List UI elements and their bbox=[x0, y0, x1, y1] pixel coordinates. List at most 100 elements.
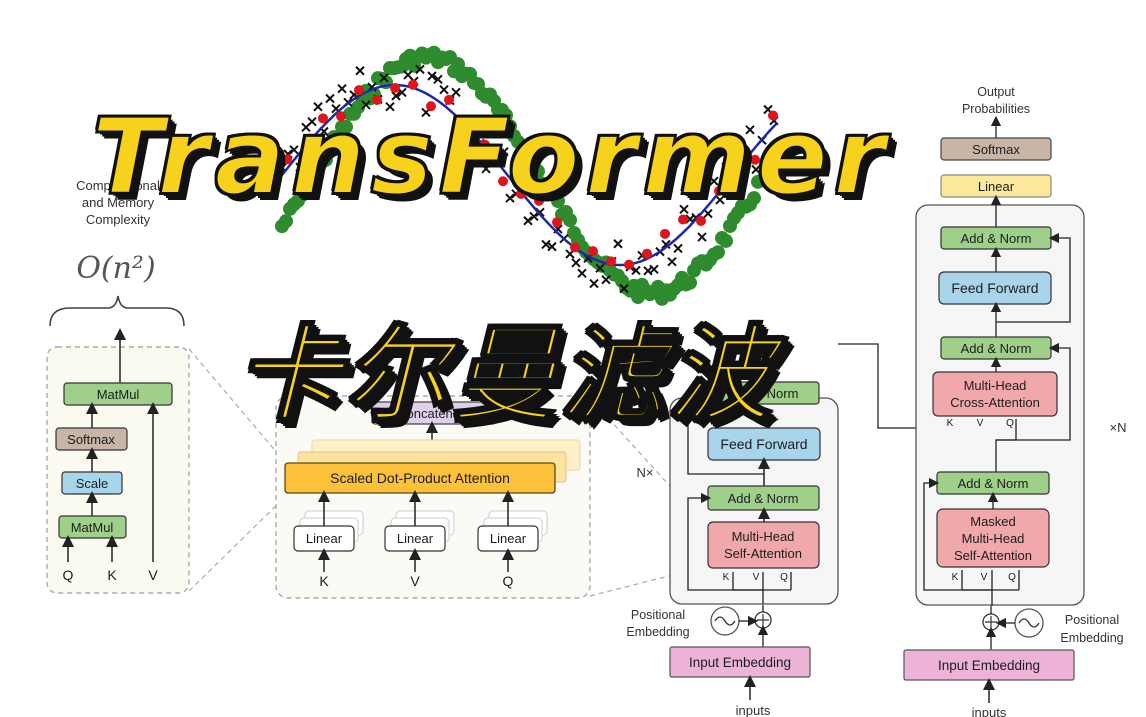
decoder-masked-attention-box bbox=[936, 508, 1050, 568]
kalman-measurement-dot bbox=[279, 214, 293, 229]
kalman-plot bbox=[275, 45, 785, 306]
kalman-estimate-dot bbox=[732, 166, 742, 177]
kalman-noise-cross bbox=[379, 73, 389, 83]
kalman-noise-cross bbox=[547, 241, 557, 252]
encoder-stack: Add & Norm Feed Forward Add & Norm Multi… bbox=[626, 381, 839, 717]
kalman-noise-cross bbox=[751, 164, 761, 175]
encoder-input-embedding-label: Input Embedding bbox=[689, 655, 791, 670]
kalman-noise-cross bbox=[739, 147, 749, 157]
decoder-cross-v: V bbox=[977, 418, 984, 429]
kalman-measurement-dot bbox=[771, 140, 785, 155]
kalman-estimate-dot bbox=[462, 117, 472, 128]
encoder-add-norm-top-label: Add & Norm bbox=[728, 386, 799, 401]
kalman-measurement-dot bbox=[755, 173, 769, 188]
kalman-noise-cross bbox=[313, 102, 323, 112]
kalman-estimate-dot bbox=[390, 82, 400, 93]
kalman-measurement-dot bbox=[551, 194, 565, 209]
linear-k-label: Linear bbox=[306, 531, 343, 546]
encoder-positional-line2: Embedding bbox=[626, 625, 689, 639]
kalman-estimate-dot bbox=[480, 139, 490, 150]
encoder-feed-forward-label: Feed Forward bbox=[720, 436, 807, 452]
kalman-noise-cross bbox=[451, 87, 461, 98]
kalman-noise-cross bbox=[541, 239, 551, 250]
kalman-noise-cross bbox=[433, 74, 443, 84]
encoder-v: V bbox=[753, 572, 760, 583]
encoder-k: K bbox=[723, 572, 730, 583]
decoder-inputs-label: inputs bbox=[972, 705, 1007, 717]
kalman-noise-cross bbox=[661, 239, 671, 250]
softmax-label: Softmax bbox=[67, 432, 115, 447]
encoder-q: Q bbox=[780, 572, 788, 583]
kalman-estimate-dot bbox=[714, 186, 724, 197]
output-line2: Probabilities bbox=[962, 102, 1030, 116]
kalman-estimate-dot bbox=[570, 242, 580, 253]
kalman-noise-cross bbox=[505, 193, 515, 203]
decoder-masked-line1: Masked bbox=[970, 514, 1016, 529]
decoder-masked-line3: Self-Attention bbox=[954, 548, 1032, 563]
kalman-noise-cross bbox=[715, 195, 725, 205]
encoder-add-norm-bottom-label: Add & Norm bbox=[728, 491, 799, 506]
complexity-caption-line3: Complexity bbox=[86, 212, 151, 227]
kalman-noise-cross bbox=[307, 116, 317, 127]
kalman-measurement-dot bbox=[767, 153, 781, 168]
kalman-noise-cross bbox=[391, 91, 401, 101]
decoder-masked-q: Q bbox=[1008, 572, 1016, 583]
kalman-estimate-dot bbox=[408, 79, 418, 90]
concatenate-label: Concatenate bbox=[397, 406, 471, 421]
kalman-measurement-dot bbox=[339, 119, 353, 134]
output-line1: Output bbox=[977, 85, 1015, 99]
decoder-stack: Output Probabilities Softmax Linear Add … bbox=[903, 85, 1127, 717]
kalman-measurement-dot bbox=[499, 108, 513, 123]
kalman-estimate-dot bbox=[606, 256, 616, 267]
kalman-measurement-dot bbox=[563, 213, 577, 228]
kalman-estimate-dot bbox=[750, 154, 760, 165]
decoder-add-norm-3-label: Add & Norm bbox=[958, 476, 1029, 491]
scale-label: Scale bbox=[76, 476, 109, 491]
kalman-noise-cross bbox=[619, 283, 629, 294]
kalman-measurement-dot bbox=[531, 164, 545, 179]
matmul-top-box bbox=[63, 382, 173, 406]
kalman-noise-cross bbox=[589, 278, 599, 289]
kalman-measurement-dot bbox=[323, 144, 337, 159]
decoder-softmax-label: Softmax bbox=[972, 142, 1020, 157]
multihead-input-q: Q bbox=[503, 573, 514, 589]
decoder-repeat: ×N bbox=[1110, 420, 1127, 435]
kalman-noise-cross bbox=[355, 66, 365, 76]
decoder-softmax-box bbox=[940, 137, 1052, 161]
kalman-estimate-dot bbox=[354, 85, 364, 96]
kalman-estimate-dot bbox=[642, 248, 652, 259]
kalman-noise-cross bbox=[697, 232, 707, 242]
kalman-estimate-dot bbox=[426, 101, 436, 112]
kalman-estimate-dot bbox=[444, 94, 454, 105]
kalman-noise-cross bbox=[679, 204, 689, 214]
kalman-noise-cross bbox=[427, 71, 437, 81]
kalman-noise-cross bbox=[325, 93, 335, 104]
kalman-estimate-dot bbox=[696, 215, 706, 226]
kalman-measurement-dot bbox=[719, 233, 733, 248]
multihead-input-k: K bbox=[319, 573, 329, 589]
kalman-estimate-dot bbox=[588, 246, 598, 257]
kalman-noise-cross bbox=[481, 164, 491, 174]
kalman-measurement-dot bbox=[451, 57, 465, 72]
kalman-noise-cross bbox=[631, 265, 641, 276]
multihead-input-v: V bbox=[410, 573, 420, 589]
kalman-noise-cross bbox=[709, 176, 719, 186]
kalman-measurement-dot bbox=[303, 180, 317, 195]
kalman-noise-cross bbox=[595, 263, 605, 273]
decoder-input-embedding-label: Input Embedding bbox=[938, 658, 1040, 673]
kalman-measurement-dot bbox=[711, 245, 725, 260]
multihead-panel: Concatenate Scaled Dot-Product Attention… bbox=[275, 395, 591, 599]
kalman-noise-cross bbox=[727, 156, 737, 166]
decoder-positional-line2: Embedding bbox=[1060, 631, 1123, 645]
scaled-attention-label: Scaled Dot-Product Attention bbox=[330, 470, 510, 486]
kalman-estimate-dot bbox=[372, 94, 382, 105]
kalman-estimate-dot bbox=[282, 154, 292, 165]
decoder-cross-line2: Cross-Attention bbox=[950, 395, 1040, 410]
matmul-bottom-box bbox=[58, 515, 127, 539]
kalman-noise-cross bbox=[361, 100, 371, 110]
attention-input-k: K bbox=[107, 567, 117, 583]
decoder-cross-q: Q bbox=[1006, 418, 1014, 429]
kalman-noise-cross bbox=[571, 258, 581, 268]
kalman-noise-cross bbox=[295, 162, 305, 172]
